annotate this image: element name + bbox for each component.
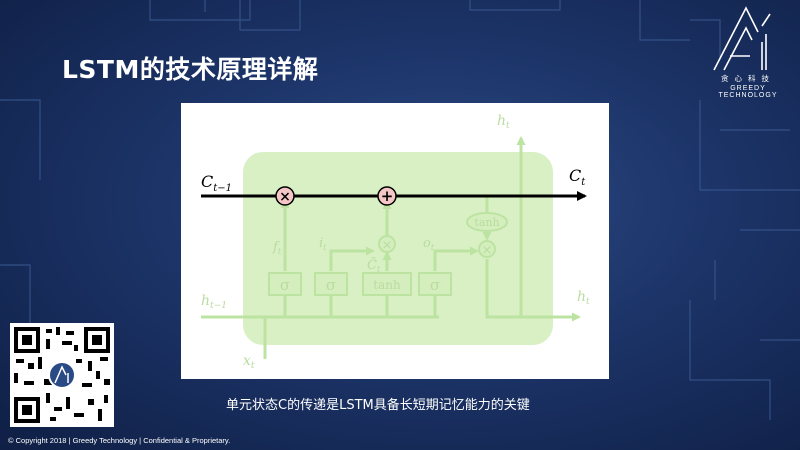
- forget-multiply-op: [275, 186, 295, 206]
- logo-english-text: GREEDY TECHNOLOGY: [718, 85, 778, 99]
- footer-copyright: © Copyright 2018 | Greedy Technology | C…: [8, 436, 231, 445]
- candidate-label: C̃t: [367, 257, 381, 274]
- candidate-tanh-label: tanh: [373, 278, 401, 292]
- add-op: [377, 186, 397, 206]
- cell-state-ops: [275, 186, 397, 206]
- x-label: xt: [243, 353, 255, 371]
- lstm-diagram: σ σ tanh σ tanh × × ht ht ht−1 xt ft it …: [181, 103, 609, 379]
- output-tanh-label: tanh: [474, 216, 499, 229]
- diagram-caption: 单元状态C的传递是LSTM具备长短期记忆能力的关键: [226, 398, 530, 413]
- input-gate-sigma: [314, 272, 348, 296]
- input-multiply-label: ×: [382, 238, 393, 253]
- output-gate-label: ot: [423, 236, 435, 252]
- output-multiply-label: ×: [482, 243, 493, 258]
- qr-code: [10, 323, 114, 427]
- gate-boxes: [268, 212, 508, 296]
- input-gate-sigma-label: σ: [326, 276, 336, 294]
- add-label: +: [381, 187, 394, 205]
- forget-gate-sigma-label: σ: [280, 276, 290, 294]
- forget-gate-sigma: [268, 272, 302, 296]
- logo-chinese-text: 贪心科技: [721, 74, 775, 83]
- h-prev-label: ht−1: [201, 293, 227, 311]
- qr-code-pattern: [10, 323, 114, 427]
- logo-ai-icon: [713, 6, 771, 71]
- greedy-technology-logo: 贪心科技 GREEDY TECHNOLOGY: [700, 6, 796, 99]
- output-gate-sigma-label: σ: [430, 276, 440, 294]
- lstm-cell-body: [243, 152, 553, 345]
- faded-multiply-ops: [378, 235, 496, 258]
- input-gate-label: it: [319, 236, 327, 252]
- cell-internal-paths: [201, 136, 581, 359]
- forget-multiply-label: ×: [279, 189, 291, 205]
- output-gate-sigma: [418, 272, 452, 296]
- output-tanh: [466, 212, 508, 232]
- h-top-label: ht: [497, 113, 510, 131]
- forget-gate-label: ft: [272, 240, 282, 256]
- slide-title: LSTM的技术原理详解: [62, 55, 319, 84]
- h-right-label: ht: [577, 289, 590, 307]
- c-next-label: Ct: [569, 166, 586, 188]
- c-prev-label: Ct−1: [201, 172, 232, 194]
- candidate-tanh: [362, 272, 412, 296]
